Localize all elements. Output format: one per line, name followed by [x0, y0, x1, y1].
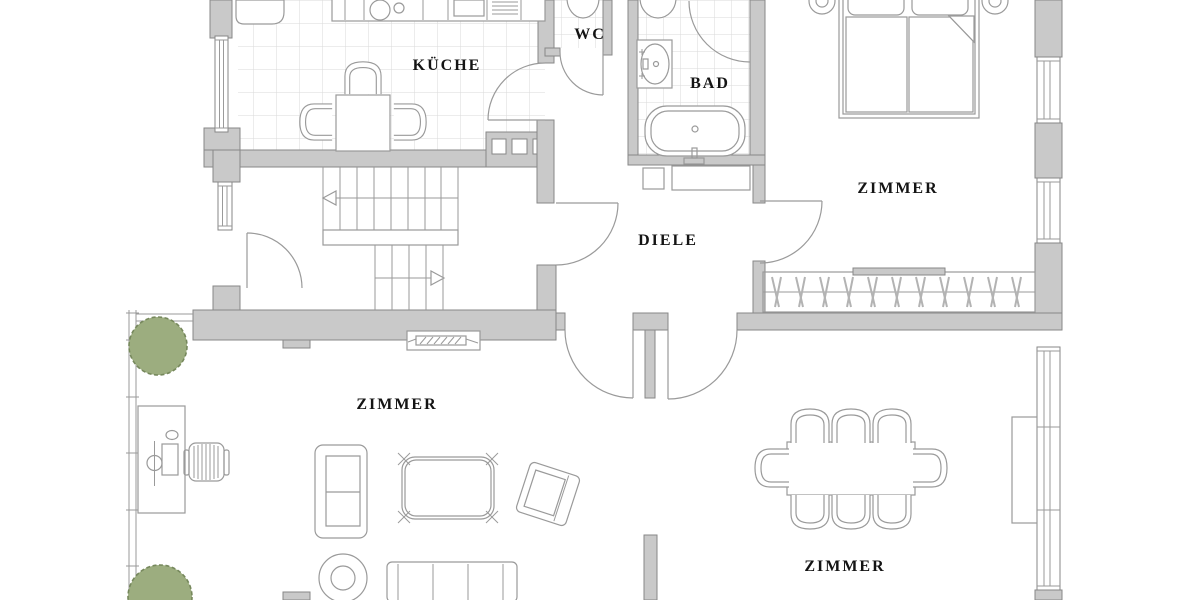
- radiator-icon: [415, 335, 467, 346]
- label-wc: WC: [574, 26, 606, 43]
- pillow: [847, 0, 905, 16]
- armchair: [314, 444, 368, 539]
- bath-stool: [642, 167, 665, 190]
- stair-landing: [322, 229, 459, 246]
- wardrobe: [762, 267, 1036, 313]
- bedside-lamp-icon: [981, 0, 1009, 15]
- rotated-armchair: [515, 461, 581, 527]
- radiator-cabinet: [1011, 416, 1038, 524]
- hall-cabinet: [671, 165, 751, 191]
- kitchen-furniture: [235, 0, 546, 152]
- door-stairwell: [246, 232, 303, 289]
- kitchen-floor: [238, 0, 545, 150]
- double-bed: [838, 0, 980, 119]
- kitchen-sink-icon: [453, 0, 485, 17]
- door-wc: [559, 51, 604, 96]
- bathroom-fixtures: [636, 0, 751, 191]
- plants: [127, 316, 193, 600]
- kitchen-chair: [393, 103, 427, 141]
- mouse-icon: [165, 429, 179, 441]
- radiator-niche: [406, 330, 481, 351]
- door-bedroom: [759, 200, 823, 264]
- stair-upper-flight: [322, 167, 459, 230]
- door-dining-room: [667, 329, 738, 400]
- stairs-down-arrow-icon: [430, 269, 446, 287]
- dining-table: [786, 441, 916, 496]
- mattress: [908, 16, 974, 113]
- dining-chair: [831, 408, 871, 444]
- kitchen-chair: [344, 61, 382, 95]
- dining-chair: [754, 448, 790, 488]
- tree-icon: [128, 316, 188, 376]
- label-zimmer-bottom-left: ZIMMER: [356, 396, 437, 413]
- pillow: [911, 0, 969, 16]
- dining-chair: [872, 494, 912, 530]
- kitchen-chair: [299, 103, 333, 141]
- dining-chair: [790, 408, 830, 444]
- washbasin-icon: [636, 39, 673, 89]
- door-bath: [688, 0, 751, 63]
- staircase: [321, 167, 459, 310]
- door-diele-from-stairs: [555, 202, 619, 266]
- window-kitchen-left: [214, 35, 229, 133]
- side-table: [318, 553, 368, 600]
- monitor-base-icon: [146, 454, 163, 472]
- label-kueche: KÜCHE: [413, 56, 482, 74]
- stove-burner-icon: [369, 0, 391, 21]
- dining-chair: [872, 408, 912, 444]
- tree-icon: [127, 564, 193, 600]
- sofa: [386, 561, 518, 600]
- desk: [137, 405, 186, 514]
- kitchen-counter: [331, 0, 546, 22]
- window-stairs-left: [217, 181, 233, 231]
- living-room-furniture: [137, 330, 581, 600]
- room-labels: KÜCHE WC BAD ZIMMER DIELE ZIMMER ZIMMER: [356, 26, 938, 575]
- glass-block: [491, 138, 507, 155]
- balcony-railing: [126, 310, 193, 600]
- mattress: [845, 16, 908, 113]
- window-dining-right: [1036, 346, 1061, 591]
- wardrobe-slider: [852, 267, 946, 276]
- bathtub-icon: [644, 105, 746, 165]
- stove-burner-icon: [393, 2, 405, 14]
- bedroom-furniture: [808, 0, 1009, 119]
- toilet-icon: [566, 0, 600, 19]
- keyboard-icon: [161, 443, 179, 476]
- wardrobe-hangers-icon: [771, 276, 1022, 308]
- label-zimmer-top-right: ZIMMER: [857, 180, 938, 197]
- label-diele: DIELE: [638, 232, 698, 249]
- stairs-up-arrow-icon: [321, 189, 337, 207]
- dish-rack-icon: [492, 1, 518, 15]
- bedside-lamp-icon: [808, 0, 836, 15]
- label-zimmer-bottom-right: ZIMMER: [804, 558, 885, 575]
- door-kitchen: [487, 62, 546, 121]
- wc-fixtures: [566, 0, 600, 19]
- kitchen-counter-left: [235, 0, 285, 25]
- toilet-icon: [639, 0, 677, 19]
- window-bedroom-right-1: [1036, 56, 1061, 124]
- door-living-room: [564, 329, 634, 399]
- dining-chair: [912, 448, 948, 488]
- kitchen-table: [335, 94, 391, 152]
- doors: [246, 0, 823, 400]
- window-bedroom-right-2: [1036, 177, 1061, 244]
- walls: [192, 0, 1063, 600]
- windows: [214, 35, 1061, 591]
- coffee-table: [397, 452, 499, 524]
- office-chair: [183, 442, 230, 482]
- glass-block: [511, 138, 528, 155]
- label-bad: BAD: [690, 75, 730, 92]
- dining-chair: [790, 494, 830, 530]
- dining-chair: [831, 494, 871, 530]
- dining-furniture: [754, 408, 1038, 530]
